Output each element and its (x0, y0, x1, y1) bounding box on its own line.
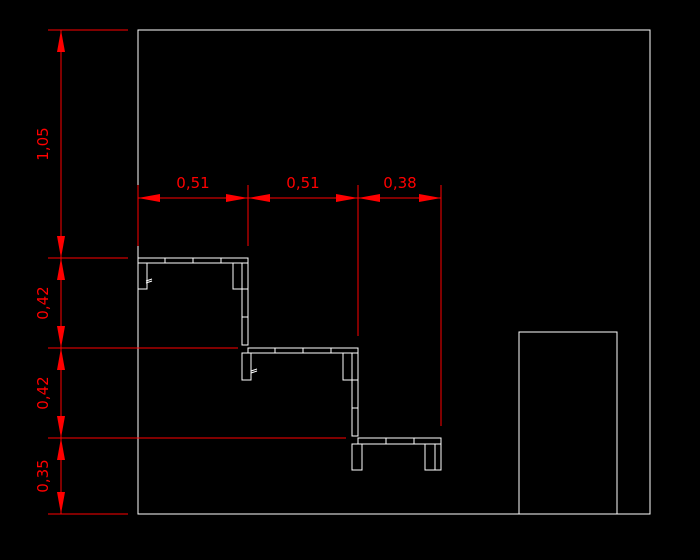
shelf-bracket-right (424, 443, 436, 471)
dimension-arrow (57, 416, 65, 438)
dimension-label-width-1: 0,51 (176, 174, 209, 192)
dimension-arrow (57, 30, 65, 52)
dimension-label-width-2: 0,51 (286, 174, 319, 192)
shelf-1 (137, 257, 249, 346)
dimension-label-height-top: 1,05 (34, 127, 52, 160)
vertical-dimension-chain: 1,05 0,42 0,42 0,35 (34, 29, 346, 515)
shelf-bracket-left (351, 443, 363, 471)
dimension-arrow (57, 258, 65, 280)
shelf-bracket-left (137, 262, 148, 290)
shelf-bracket-right (232, 262, 243, 290)
dimension-arrow (138, 194, 160, 202)
horizontal-dimension-chain: 0,51 0,51 0,38 (137, 174, 442, 426)
shelf-bracket-right (342, 352, 353, 381)
shelf-bracket-left (241, 352, 252, 381)
dimension-arrow (57, 492, 65, 514)
shelf-support-post (351, 379, 359, 409)
dimension-arrow (57, 348, 65, 370)
dimension-arrow (57, 236, 65, 258)
dimension-label-height-shelf-2: 0,42 (34, 376, 52, 409)
dimension-arrow (57, 438, 65, 460)
dimension-arrow (336, 194, 358, 202)
dimension-label-height-bottom: 0,35 (34, 459, 52, 492)
dimension-arrow (57, 326, 65, 348)
dimension-label-width-3: 0,38 (383, 174, 416, 192)
shelf-2 (241, 347, 359, 437)
shelf-board (357, 437, 442, 445)
door-outline (518, 331, 618, 515)
wall-outline (137, 29, 651, 515)
dimension-arrow (358, 194, 380, 202)
dimension-arrow (248, 194, 270, 202)
shelf-support-post (241, 288, 249, 318)
dimension-arrow (226, 194, 248, 202)
dimension-arrow (419, 194, 441, 202)
dimension-label-height-shelf-1: 0,42 (34, 286, 52, 319)
shelf-3 (351, 437, 442, 471)
